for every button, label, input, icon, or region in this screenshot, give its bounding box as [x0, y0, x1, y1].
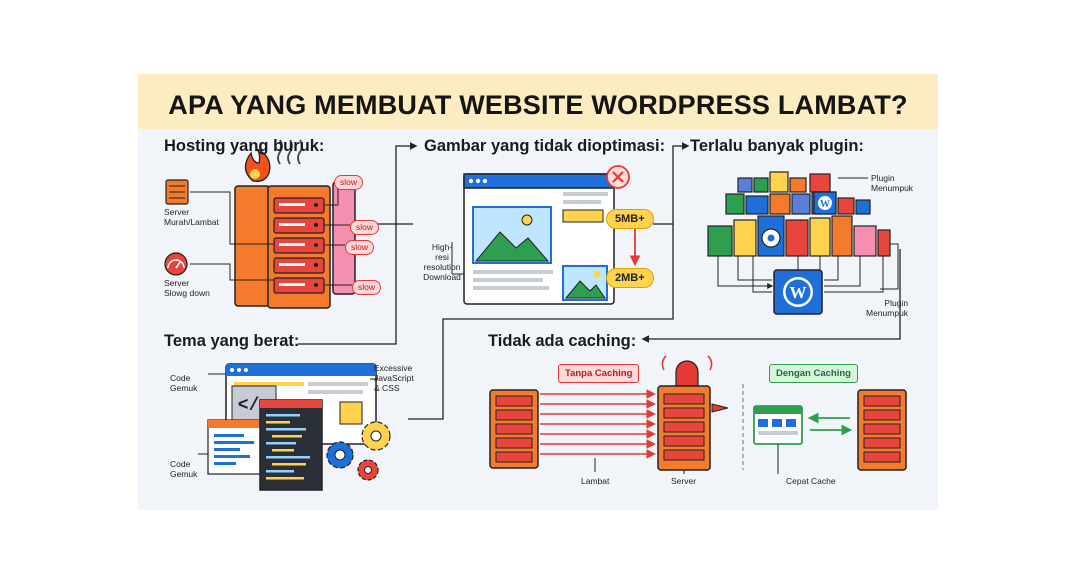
caching-illustration	[489, 355, 907, 474]
label-download: High- resi resolution Download	[423, 242, 461, 282]
heading-hosting: Hosting yang buruk:	[164, 137, 325, 155]
svg-text:W: W	[790, 283, 807, 302]
illustration-layer: W W	[164, 139, 907, 491]
svg-text:W: W	[820, 199, 830, 210]
heading-caching: Tidak ada caching:	[488, 332, 637, 350]
plugin-stack-illustration	[707, 171, 891, 257]
label-excessive: Excessive JavaScript & CSS	[374, 363, 414, 393]
slow-tag: slow	[350, 220, 380, 235]
label-code-top: Code Gemuk	[170, 373, 198, 393]
close-icon	[606, 165, 630, 189]
slow-tag: slow	[334, 175, 364, 190]
theme-illustration: </>	[198, 363, 391, 491]
label-server-cheap: Server Murah/Lambat	[164, 207, 219, 227]
server-rack-units	[273, 197, 325, 294]
hosting-illustration	[164, 139, 356, 309]
heat-waves-icon	[277, 139, 303, 165]
image-browser-illustration	[451, 165, 641, 305]
slow-tag: slow	[345, 240, 375, 255]
heading-plugins: Terlalu banyak plugin:	[690, 137, 864, 155]
wordpress-logo-icon: W	[813, 191, 837, 215]
label-code-bottom: Code Gemuk	[170, 459, 198, 479]
infographic-panel: APA YANG MEMBUAT WEBSITE WORDPRESS LAMBA…	[138, 74, 938, 510]
wordpress-core-icon: W	[773, 269, 823, 315]
siren-icon	[661, 355, 713, 387]
fire-icon	[244, 147, 271, 182]
heading-images: Gambar yang tidak dioptimasi:	[424, 137, 666, 155]
mountain-image-icon	[472, 206, 552, 264]
gear-icon	[326, 421, 391, 481]
slow-request-arrows	[540, 389, 656, 459]
fast-cache-arrows	[807, 412, 853, 436]
label-plugin-bottom: Plugin Menumpuk	[866, 298, 909, 318]
size-after-badge: 2MB+	[606, 268, 654, 288]
tag-without-caching: Tanpa Caching	[558, 364, 640, 383]
slow-tag: slow	[352, 280, 382, 295]
label-fast-cache: Cepat Cache	[786, 476, 836, 486]
tag-with-caching: Dengan Caching	[769, 364, 858, 383]
page-title: APA YANG MEMBUAT WEBSITE WORDPRESS LAMBA…	[168, 90, 908, 120]
label-server: Server	[671, 476, 697, 486]
cheap-server-icon	[165, 179, 189, 205]
label-server-slow: Server Slowg down	[164, 278, 210, 298]
title-banner: APA YANG MEMBUAT WEBSITE WORDPRESS LAMBA…	[138, 74, 938, 129]
label-slow: Lambat	[581, 476, 610, 486]
small-image-icon	[562, 265, 608, 301]
speedometer-icon	[164, 252, 188, 276]
heading-theme: Tema yang berat:	[164, 332, 300, 350]
label-plugin-top: Plugin Menumpuk	[871, 173, 914, 193]
gear-icon	[761, 228, 781, 248]
size-before-badge: 5MB+	[606, 209, 654, 229]
plugin-wires	[717, 256, 884, 293]
